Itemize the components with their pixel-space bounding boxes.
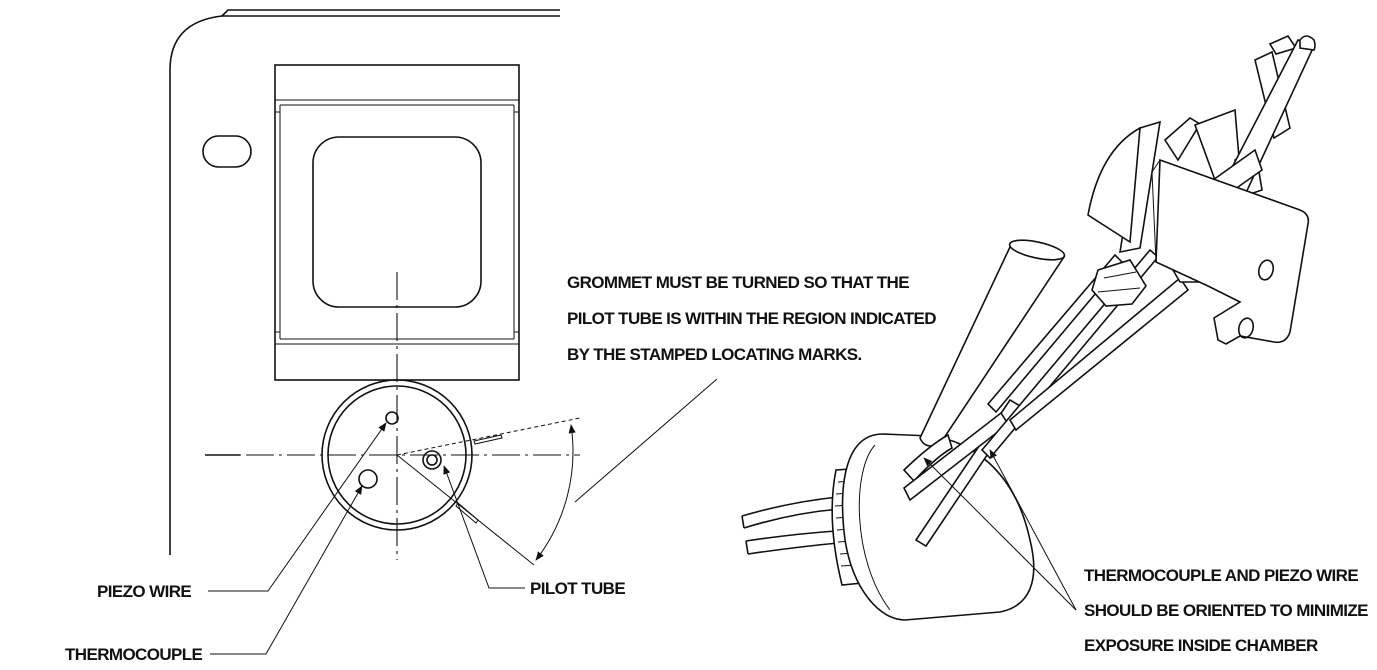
orientation-leader-1: [923, 457, 1077, 611]
wire-bundle-exit: [741, 496, 841, 555]
region-line-lower: [396, 454, 535, 566]
orientation-note-line-3: EXPOSURE INSIDE CHAMBER: [1084, 636, 1318, 655]
region-line-upper: [396, 417, 581, 456]
bracket-hole-upper: [1257, 259, 1275, 281]
grommet-note-line-2: PILOT TUBE IS WITHIN THE REGION INDICATE…: [567, 309, 936, 328]
region-arc: [535, 424, 576, 561]
piezo-wire-leader: [208, 422, 387, 592]
orientation-leader-2: [989, 449, 1077, 611]
grommet-note-leader: [574, 378, 718, 503]
thermocouple-leader: [210, 485, 363, 655]
panel-outline: [169, 15, 560, 555]
mounting-bracket: [1155, 158, 1310, 345]
grommet-outer: [321, 379, 473, 531]
orientation-note-line-2: SHOULD BE ORIENTED TO MINIMIZE: [1084, 601, 1368, 620]
front-panel-view: GROMMET MUST BE TURNED SO THAT THE PILOT…: [65, 9, 940, 664]
thermocouple-hole: [358, 469, 378, 489]
grommet-note-line-3: BY THE STAMPED LOCATING MARKS.: [567, 345, 862, 364]
piezo-wire-label: PIEZO WIRE: [97, 582, 191, 601]
pilot-tube-hole-outer: [422, 450, 442, 470]
oval-slot: [202, 135, 252, 168]
grommet-inner: [327, 385, 467, 525]
grommet-note-line-1: GROMMET MUST BE TURNED SO THAT THE: [567, 273, 909, 292]
pilot-tube-label: PILOT TUBE: [530, 579, 625, 598]
pilot-tube-leader: [443, 465, 525, 589]
pilot-tube-hole-inner: [426, 454, 438, 466]
pilot-burner-head: [1087, 34, 1316, 254]
piezo-wire-hole: [385, 411, 399, 425]
thermocouple-label: THERMOCOUPLE: [65, 645, 203, 664]
panel-top-flange: [221, 9, 560, 17]
pilot-assembly-view: THERMOCOUPLE AND PIEZO WIRE SHOULD BE OR…: [741, 34, 1372, 655]
orientation-note-line-1: THERMOCOUPLE AND PIEZO WIRE: [1084, 566, 1358, 585]
grommet-note: GROMMET MUST BE TURNED SO THAT THE PILOT…: [567, 273, 940, 364]
bracket-hole-lower: [1237, 317, 1255, 339]
stamped-locating-marks: [455, 434, 503, 524]
orientation-note: THERMOCOUPLE AND PIEZO WIRE SHOULD BE OR…: [1084, 566, 1372, 655]
